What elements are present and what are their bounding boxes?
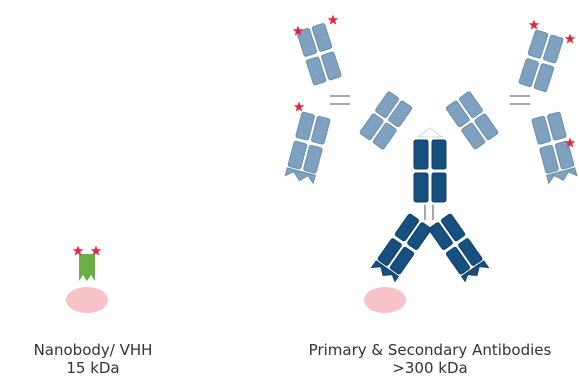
tertiary-fab-block bbox=[554, 140, 575, 170]
nanobody-size-label: 15 kDa bbox=[66, 359, 120, 377]
tertiary-fluorophore-star bbox=[564, 33, 576, 44]
tertiary-fluorophore-star bbox=[293, 101, 305, 112]
tertiary-fab-block bbox=[311, 23, 333, 52]
tertiary-fab-tip bbox=[546, 167, 578, 185]
tertiary-fab-block bbox=[287, 140, 308, 170]
primary-fab-heavy bbox=[377, 238, 402, 266]
secondary-fab-light bbox=[445, 100, 470, 128]
primary-fab-tip bbox=[370, 260, 400, 283]
tertiary-fab-block bbox=[518, 58, 539, 88]
nanobody-name-label: Nanobody/ VHH bbox=[33, 341, 153, 359]
primary-fab-heavy bbox=[440, 213, 466, 242]
tertiary-fab-block bbox=[310, 115, 331, 145]
tertiary-fab-block bbox=[321, 51, 342, 81]
primary-fab-light bbox=[445, 246, 471, 275]
nanobody-icon bbox=[79, 254, 95, 281]
tertiary-fab-block bbox=[296, 28, 317, 57]
tertiary-fab-block bbox=[531, 115, 552, 145]
antibody-target-antigen bbox=[364, 287, 406, 313]
nanobody-caption: Nanobody/ VHH 15 kDa bbox=[18, 341, 168, 377]
primary-fab-light bbox=[428, 222, 453, 250]
antibodies-size-label: >300 kDa bbox=[392, 359, 468, 377]
tertiary-fab-block bbox=[303, 144, 323, 174]
primary-fab-heavy bbox=[458, 238, 483, 266]
nanobody-group bbox=[66, 245, 108, 313]
secondary-fab-heavy bbox=[359, 113, 384, 141]
primary-fab-tip bbox=[460, 260, 490, 283]
primary-fab-heavy bbox=[394, 213, 420, 242]
tertiary-fluorophore-star bbox=[327, 14, 339, 25]
primary-fab-light bbox=[407, 222, 432, 250]
nanobody-target-antigen bbox=[66, 287, 108, 313]
tertiary-fab-block bbox=[527, 29, 549, 59]
primary-fc-domain bbox=[413, 139, 429, 170]
primary-fc-domain bbox=[413, 172, 429, 203]
tertiary-fab-block bbox=[547, 111, 567, 141]
secondary-fab-light bbox=[388, 100, 413, 128]
primary-fab-light bbox=[389, 246, 415, 275]
secondary-antibody bbox=[359, 91, 499, 150]
secondary-fab-heavy bbox=[474, 113, 499, 141]
secondary-fab-heavy bbox=[458, 91, 483, 118]
tertiary-antibody-left bbox=[284, 14, 350, 185]
tertiary-fab-block bbox=[533, 63, 555, 92]
secondary-hinge-cap bbox=[416, 127, 444, 138]
antibodies-name-label: Primary & Secondary Antibodies bbox=[308, 341, 552, 359]
tertiary-fab-tip bbox=[284, 167, 316, 185]
primary-antibody bbox=[370, 139, 490, 283]
tertiary-fab-block bbox=[295, 111, 315, 141]
tertiary-fluorophore-star bbox=[528, 19, 540, 30]
tertiary-fab-block bbox=[543, 34, 564, 64]
secondary-fab-heavy bbox=[375, 91, 400, 118]
tertiary-antibody-right bbox=[510, 19, 578, 185]
tertiary-fab-block bbox=[539, 144, 559, 174]
primary-fc-domain bbox=[431, 139, 447, 170]
primary-fc-domain bbox=[431, 172, 447, 203]
antibodies-caption: Primary & Secondary Antibodies >300 kDa bbox=[280, 341, 579, 377]
secondary-fab-light bbox=[372, 122, 397, 150]
tertiary-fab-block bbox=[305, 56, 327, 86]
antibody-complex-icon bbox=[284, 14, 578, 313]
secondary-fab-light bbox=[461, 122, 486, 150]
